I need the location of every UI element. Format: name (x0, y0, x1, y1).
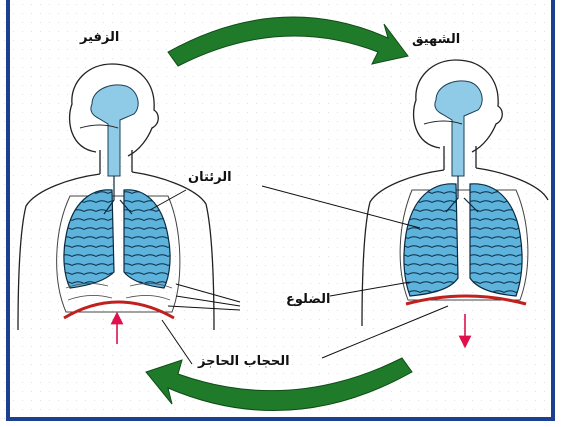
lung-right (470, 184, 522, 296)
leader-lines (150, 186, 448, 364)
label-ribs: الضلوع (286, 292, 330, 307)
lung-left (404, 184, 458, 296)
label-inhale: الشهيق (412, 32, 460, 47)
frame-border-right (551, 0, 555, 421)
label-exhale: الزفير (80, 30, 119, 45)
diaphragm-exhale (64, 302, 174, 318)
frame-border-bottom (6, 417, 555, 421)
lung-left (64, 190, 114, 288)
figure-inhale (362, 60, 548, 342)
lung-right (124, 190, 170, 288)
label-lungs: الرئتان (188, 170, 232, 185)
label-diaphragm: الحجاب الحاجز (198, 354, 290, 369)
cycle-arrow-top (168, 17, 408, 66)
frame-border-left (6, 0, 10, 421)
figure-exhale (18, 64, 214, 344)
